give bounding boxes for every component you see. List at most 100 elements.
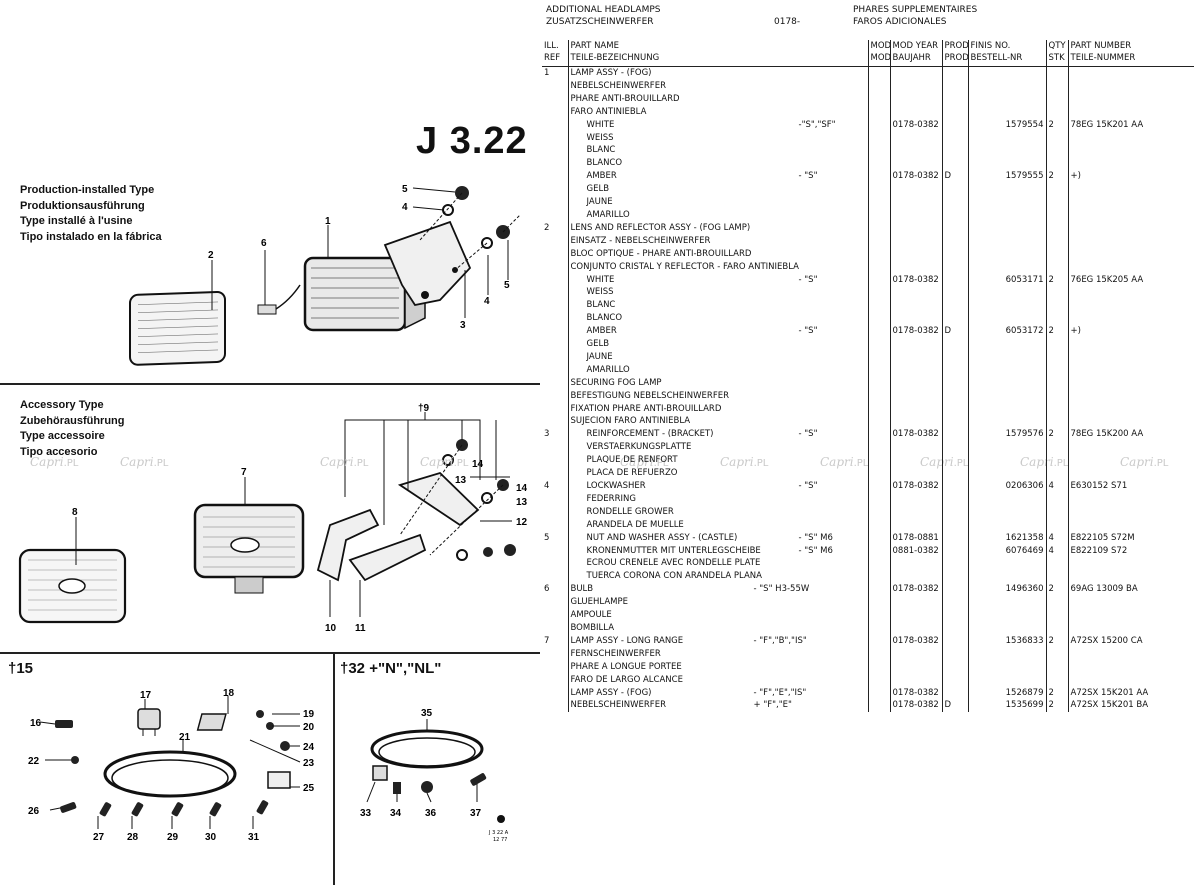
part-model-note: + "F","E" — [753, 700, 792, 711]
cell-mod — [867, 338, 890, 351]
cell-mod-year — [889, 247, 942, 261]
cell-mod-year — [889, 363, 942, 377]
part-name-text: RONDELLE GROWER — [586, 506, 674, 517]
long-range-lamp-icon — [193, 503, 305, 594]
table-row: BLANC — [542, 144, 1194, 158]
cell-part-name: FEDERRING — [567, 492, 868, 506]
cell-part-number — [1067, 131, 1194, 145]
part-name-text: WEISS — [586, 132, 614, 143]
section-production-label: Production-installed Type Produktionsaus… — [20, 184, 162, 243]
table-row: BLOC OPTIQUE - PHARE ANTI-BROUILLARD — [542, 247, 1194, 261]
table-row: GLUEHLAMPE — [542, 596, 1194, 610]
cell-mod-year — [889, 286, 942, 300]
grommet-icon — [71, 756, 79, 764]
cell-prod — [941, 157, 968, 171]
cell-prod — [941, 376, 968, 390]
callout-26: 26 — [28, 806, 40, 817]
header-title-de: ZUSATZSCHEINWERFER — [546, 17, 654, 27]
cell-finis — [967, 454, 1046, 468]
cell-mod-year — [889, 131, 942, 145]
cell-part-name: ECROU CRENELE AVEC RONDELLE PLATE — [567, 557, 868, 571]
table-row: WEISS — [542, 286, 1194, 300]
cell-prod — [941, 518, 968, 532]
cell-mod-year — [889, 105, 942, 119]
cell-mod — [867, 66, 890, 80]
cell-mod-year — [889, 402, 942, 416]
cell-mod — [867, 260, 890, 274]
cell-mod-year — [889, 673, 942, 687]
part-name-text: TUERCA CORONA CON ARANDELA PLANA — [586, 571, 762, 582]
cell-part-number — [1067, 621, 1194, 635]
cell-ref: 1 — [544, 68, 550, 78]
cell-prod — [941, 505, 968, 519]
cell-mod — [867, 570, 890, 584]
cell-finis — [967, 673, 1046, 687]
table-row: NEBELSCHEINWERFER — [542, 79, 1194, 93]
cell-part-number — [1067, 196, 1194, 209]
cell-mod — [867, 441, 890, 455]
cell-mod — [867, 92, 890, 106]
cell-prod — [941, 570, 968, 584]
cell-prod — [941, 467, 968, 480]
part-name-text: NEBELSCHEINWERFER — [570, 80, 666, 91]
cell-mod-year — [889, 260, 942, 274]
cell-mod — [867, 183, 890, 197]
cell-part-number: A72SX 15K201 AA — [1067, 686, 1194, 700]
cell-part-number — [1067, 363, 1194, 377]
part-name-text: FIXATION PHARE ANTI-BROUILLARD — [570, 403, 722, 414]
cell-part-number: 76EG 15K205 AA — [1067, 273, 1194, 287]
cell-mod — [867, 221, 890, 235]
cell-part-name: LOCKWASHER- "S" — [567, 480, 868, 493]
cell-prod — [941, 557, 968, 571]
header-range: 0178- — [774, 17, 801, 27]
cell-part-number — [1067, 260, 1194, 274]
table-row: BOMBILLA — [542, 621, 1194, 635]
callout-29: 29 — [167, 832, 179, 843]
part-name-text: BEFESTIGUNG NEBELSCHEINWERFER — [570, 390, 729, 401]
wiring-loom-icon — [370, 729, 484, 769]
cell-qty — [1045, 389, 1068, 403]
part-name-text: PHARE ANTI-BROUILLARD — [570, 93, 680, 104]
cell-ref — [542, 286, 568, 299]
part-name-text: WHITE — [586, 274, 615, 285]
cell-mod-year — [889, 596, 942, 610]
callout-30: 30 — [205, 832, 217, 843]
washer-icon — [442, 454, 454, 466]
cell-part-name: BLANC — [567, 299, 868, 313]
part-name-text: AMBER — [586, 326, 617, 337]
callout-25: 25 — [303, 783, 315, 794]
rear-fog-wiring-drawing: 35 33 34 36 37 J 3 22 A 12 77 — [360, 708, 509, 843]
cell-mod-year — [889, 467, 942, 480]
callout-7: 7 — [241, 467, 247, 478]
cell-finis: 6076469 — [967, 544, 1046, 558]
table-row: SUJECION FARO ANTINIEBLA — [542, 415, 1194, 429]
cell-ref: 4 — [544, 481, 550, 491]
cell-prod — [941, 686, 968, 700]
cell-ref: 3 — [544, 429, 550, 440]
terminal-icon — [60, 802, 77, 813]
cell-finis: 1579555 — [967, 170, 1046, 184]
part-model-note: - "S" M6 — [798, 545, 833, 556]
cell-qty: 2 — [1045, 634, 1068, 648]
part-name-text: FARO ANTINIEBLA — [570, 106, 647, 117]
cell-part-number — [1067, 673, 1194, 687]
table-row: AMPOULE — [542, 609, 1194, 622]
cell-finis — [967, 260, 1046, 274]
cell-mod-year — [889, 415, 942, 429]
cell-mod-year: 0178-0382 — [889, 583, 942, 597]
cell-part-name: JAUNE — [567, 350, 868, 364]
cell-mod-year — [889, 144, 942, 158]
cell-finis — [967, 208, 1046, 222]
cell-mod-year — [889, 208, 942, 222]
cell-prod: D — [941, 699, 968, 713]
part-model-note: - "S" H3-55W — [753, 584, 810, 595]
part-name-text: AMARILLO — [586, 209, 630, 220]
part-name-text: LAMP ASSY - LONG RANGE — [570, 635, 684, 646]
cell-qty — [1045, 79, 1068, 93]
callout-8: 8 — [72, 507, 78, 518]
table-row: CONJUNTO CRISTAL Y REFLECTOR - FARO ANTI… — [542, 260, 1194, 274]
page-code: J 3.22 — [416, 120, 528, 162]
